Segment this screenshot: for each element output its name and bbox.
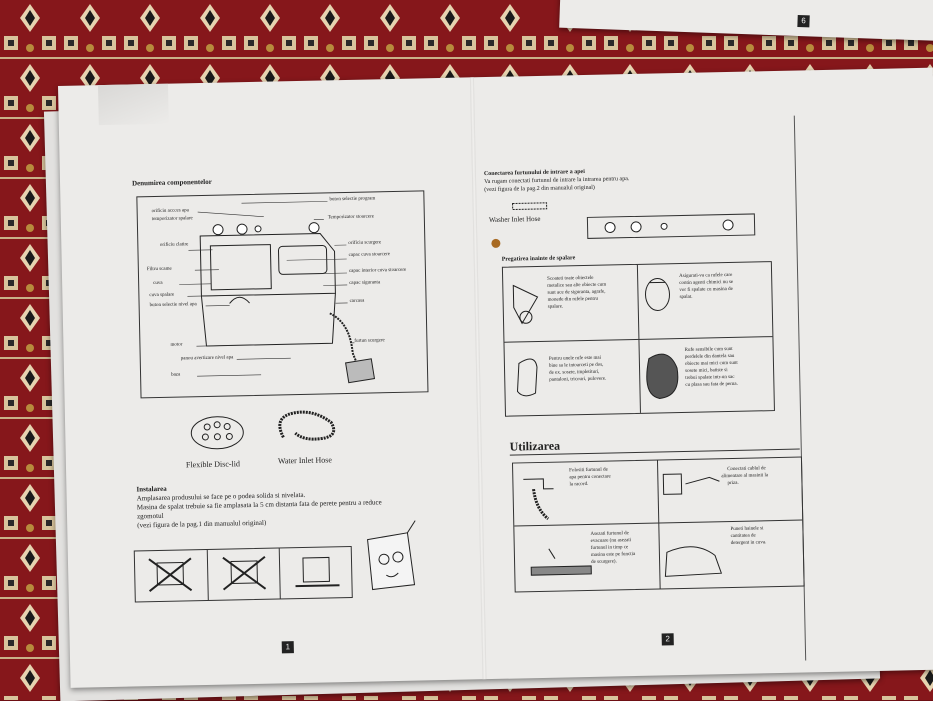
components-title: Denumirea componentelor bbox=[132, 179, 212, 188]
mascot-drawing bbox=[357, 518, 425, 599]
use-cell-3-line-1: Asezati furtunul de bbox=[590, 531, 628, 537]
hose-title: Conectarea furtunului de intrare a apei bbox=[484, 169, 585, 177]
label-drain-hose: furtun scurgere bbox=[354, 338, 384, 344]
hose-line-1: Va rugam conectati furtunul de intrare l… bbox=[484, 176, 629, 185]
prep-cell-4-line-5: trebui spalate intr-un sac bbox=[685, 375, 734, 381]
prep-cell-2-line-4: spalat. bbox=[680, 295, 693, 300]
right-page-number: 2 bbox=[662, 633, 674, 645]
use-cell-3-line-2: evacuare (nu asezati bbox=[591, 538, 632, 544]
use-cell-4-line-3: detergent in cuva. bbox=[731, 540, 767, 546]
label-base: baza bbox=[171, 373, 180, 378]
back-sheet-page-number: 6 bbox=[797, 15, 809, 27]
label-tub: cuva bbox=[153, 281, 163, 286]
install-figures bbox=[134, 546, 353, 603]
hose-line-2: (vezi figura de la pag.2 din manualul or… bbox=[484, 185, 595, 193]
use-cell-3-line-3: furtunul in timp ce bbox=[591, 545, 628, 551]
use-grid: Folositi furtunul de apa pentru conectar… bbox=[512, 457, 805, 593]
prep-cell-4-line-1: Rufe sensibile cum sunt bbox=[685, 347, 733, 353]
label-water-inlet: orificiu accces apa bbox=[152, 208, 189, 214]
install-title: Instalarea bbox=[136, 486, 166, 494]
prep-title: Pregatirea inainte de spalare bbox=[502, 255, 576, 263]
label-program-button: buton selectie program bbox=[329, 196, 375, 202]
label-wash-tub: cuva spalare bbox=[149, 293, 174, 299]
label-housing: carcasa bbox=[350, 299, 365, 304]
label-motor: motor bbox=[170, 342, 182, 347]
use-cell-2-line-3: priza. bbox=[727, 481, 738, 486]
inlet-hose-drawing bbox=[273, 406, 344, 447]
use-cell-2-line-1: Conectati cablul de bbox=[727, 466, 766, 472]
use-cell-4-line-2: cantitatea de bbox=[731, 533, 756, 539]
prep-cell-1-line-4: monede din rufele pentru bbox=[548, 297, 598, 303]
use-cell-4-line-1: Puneti hainele si bbox=[730, 526, 763, 532]
label-spin-timer: Temporizator stoarcere bbox=[328, 214, 374, 220]
use-cell-2-line-2: alimentare al masinii la bbox=[721, 473, 768, 479]
prep-cell-1-line-1: Scoateti toate obiectele bbox=[547, 276, 593, 282]
washer-inlet-hose-label: Washer Inlet Hose bbox=[489, 216, 541, 224]
prep-cell-1-line-5: spalare. bbox=[548, 304, 564, 309]
disc-lid-drawing bbox=[187, 412, 248, 453]
washing-machine-drawing bbox=[137, 191, 427, 397]
manual-spread: Denumirea componentelor bbox=[58, 68, 933, 688]
prep-cell-3-line-3: de ex. sosete, impletituri, bbox=[549, 370, 599, 376]
label-safety-lid: capac siguranta bbox=[349, 280, 380, 286]
label-lint-filter: Filtru scame bbox=[147, 267, 172, 273]
components-diagram: buton selectie program orificiu accces a… bbox=[136, 190, 428, 398]
left-page-number: 1 bbox=[282, 641, 294, 653]
label-drain-outlet: orificiu scurgere bbox=[348, 240, 381, 246]
top-left-fold bbox=[98, 84, 169, 125]
stain-spot bbox=[491, 239, 500, 248]
use-cell-3-line-5: de scurgere). bbox=[591, 559, 617, 565]
label-wash-timer: temporizator spalare bbox=[152, 216, 193, 222]
install-line-3: zgomotul bbox=[137, 513, 164, 521]
accessory-disc-lid: Flexible Disc-lid bbox=[186, 460, 240, 469]
use-cell-1-line-1: Folositi furtunul de bbox=[569, 468, 608, 474]
install-line-4: (vezi figura de la pag.1 din manualul or… bbox=[137, 520, 266, 530]
prep-drawings bbox=[503, 262, 774, 416]
accessory-inlet-hose: Water Inlet Hose bbox=[278, 456, 332, 465]
prep-cell-4-line-4: sosete mici, batiste si bbox=[685, 368, 728, 374]
prep-grid: Scoateti toate obiectele metalice sau al… bbox=[502, 261, 775, 417]
install-figure-drawings bbox=[135, 547, 352, 602]
use-cell-3-line-4: masina este pe functia bbox=[591, 552, 635, 558]
use-cell-1-line-2: apa pentru conectare bbox=[569, 475, 610, 481]
use-cell-1-line-3: la racord. bbox=[569, 482, 588, 487]
use-title: Utilizarea bbox=[510, 440, 561, 453]
label-rinse-inlet: orificiu clatire bbox=[152, 242, 188, 248]
control-panel-drawing bbox=[587, 213, 755, 239]
center-fold bbox=[470, 77, 487, 679]
prep-cell-4-line-2: perdelele din dantela sau bbox=[685, 354, 735, 360]
inlet-hose-small-drawing bbox=[510, 200, 550, 213]
